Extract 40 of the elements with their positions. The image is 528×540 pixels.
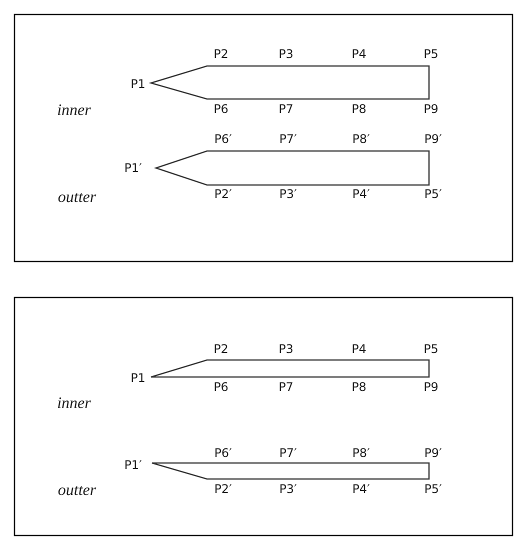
point-label: P3′ xyxy=(279,188,297,200)
point-label: P9 xyxy=(424,103,438,115)
point-label: P4 xyxy=(352,343,366,355)
point-label: P4 xyxy=(352,48,366,60)
point-label: P2′ xyxy=(214,483,232,495)
point-label: P8 xyxy=(352,381,366,393)
point-label: P6′ xyxy=(214,133,232,145)
point-label: P3 xyxy=(278,48,294,60)
point-label: P1′ xyxy=(124,162,142,174)
point-label: P2 xyxy=(214,48,228,60)
point-label: P5 xyxy=(424,48,438,60)
point-label: P5′ xyxy=(424,483,442,495)
point-label: P3′ xyxy=(279,483,297,495)
point-label: P4′ xyxy=(352,188,370,200)
curve-label: outter xyxy=(58,483,96,499)
point-label: P7′ xyxy=(279,133,297,145)
point-label: P7 xyxy=(278,381,294,393)
point-label: P1′ xyxy=(124,459,142,471)
point-label: P7′ xyxy=(279,447,297,459)
point-label: P6′ xyxy=(214,447,232,459)
point-label: P5′ xyxy=(424,188,442,200)
curve-label: inner xyxy=(57,103,91,119)
point-label: P9′ xyxy=(424,447,442,459)
point-label: P3 xyxy=(278,343,294,355)
point-label: P1 xyxy=(130,78,146,90)
point-label: P2 xyxy=(214,343,228,355)
point-label: P8′ xyxy=(352,447,370,459)
point-label: P6 xyxy=(214,103,228,115)
point-label: P1 xyxy=(130,372,146,384)
point-label: P4′ xyxy=(352,483,370,495)
point-label: P7 xyxy=(278,103,294,115)
point-label: P5 xyxy=(424,343,438,355)
point-label: P6 xyxy=(214,381,228,393)
point-label: P8 xyxy=(352,103,366,115)
point-label: P9 xyxy=(424,381,438,393)
point-label: P9′ xyxy=(424,133,442,145)
curve-label: inner xyxy=(57,396,91,412)
point-label: P8′ xyxy=(352,133,370,145)
curve-label: outter xyxy=(58,190,96,206)
point-label: P2′ xyxy=(214,188,232,200)
